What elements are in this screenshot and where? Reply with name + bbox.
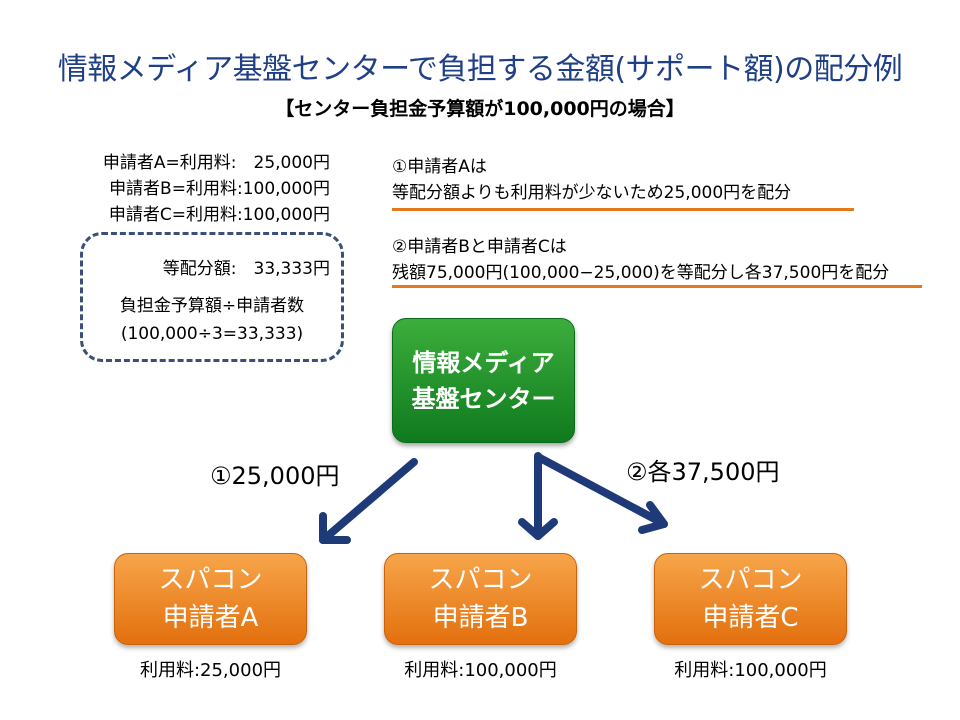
page-subtitle: 【センター負担金予算額が100,000円の場合】	[275, 98, 685, 120]
arrow-to-a-head	[319, 512, 351, 544]
fee-list: 申請者A=利用料: 25,000円 申請者B=利用料:100,000円 申請者C…	[60, 150, 330, 228]
allocation-bc-label: ②各37,500円	[626, 458, 780, 486]
note1-line-2: 等配分額よりも利用料が少ないため25,000円を配分	[392, 183, 792, 203]
note1-underline	[392, 208, 854, 211]
note-applicant-a: ①申請者Aは 等配分額よりも利用料が少ないため25,000円を配分	[392, 154, 852, 206]
center-node-line-1: 情報メディア	[412, 348, 555, 377]
allocation-a-label: ①25,000円	[210, 462, 340, 490]
applicant-c-node: スパコン 申請者C	[654, 553, 847, 645]
arrow-to-a	[319, 458, 418, 544]
applicant-b-node: スパコン 申請者B	[384, 553, 577, 645]
equal-share-formula: 負担金予算額÷申請者数 (100,000÷3=33,333)	[80, 292, 344, 348]
page-title: 情報メディア基盤センターで負担する金額(サポート額)の配分例	[57, 52, 903, 87]
note2-underline	[392, 285, 922, 288]
applicant-b-fee: 利用料:100,000円	[404, 660, 557, 681]
fee-line-b: 申請者B=利用料:100,000円	[109, 179, 330, 199]
note-applicants-bc: ②申請者Bと申請者Cは 残額75,000円(100,000−25,000)を等配…	[392, 234, 922, 286]
note2-line-2: 残額75,000円(100,000−25,000)を等配分し各37,500円を配…	[392, 263, 890, 283]
formula-line-1: 負担金予算額÷申請者数	[119, 296, 305, 316]
arrow-to-b-head	[518, 518, 558, 540]
equal-share-amount: 等配分額: 33,333円	[162, 259, 330, 279]
fee-line-c: 申請者C=利用料:100,000円	[108, 205, 330, 225]
arrow-to-c-head	[638, 501, 668, 534]
applicant-a-node: スパコン 申請者A	[114, 553, 307, 645]
note1-line-1: ①申請者Aは	[392, 157, 487, 177]
fee-line-a: 申請者A=利用料: 25,000円	[102, 153, 330, 173]
applicant-c-line-2: 申請者C	[702, 603, 799, 633]
center-node-line-2: 基盤センター	[411, 384, 556, 413]
applicant-c-fee: 利用料:100,000円	[674, 660, 827, 681]
applicant-a-line-2: 申請者A	[162, 603, 259, 633]
applicant-a-line-1: スパコン	[158, 565, 263, 595]
applicant-b-line-1: スパコン	[428, 565, 533, 595]
center-node: 情報メディア 基盤センター	[392, 318, 575, 443]
formula-line-2: (100,000÷3=33,333)	[120, 324, 304, 344]
equal-share-box	[80, 232, 344, 362]
note2-line-1: ②申請者Bと申請者Cは	[392, 237, 567, 257]
arrow-to-c	[536, 454, 668, 528]
applicant-b-line-2: 申請者B	[432, 603, 529, 633]
applicant-a-fee: 利用料:25,000円	[139, 660, 282, 681]
applicant-c-line-1: スパコン	[698, 565, 803, 595]
